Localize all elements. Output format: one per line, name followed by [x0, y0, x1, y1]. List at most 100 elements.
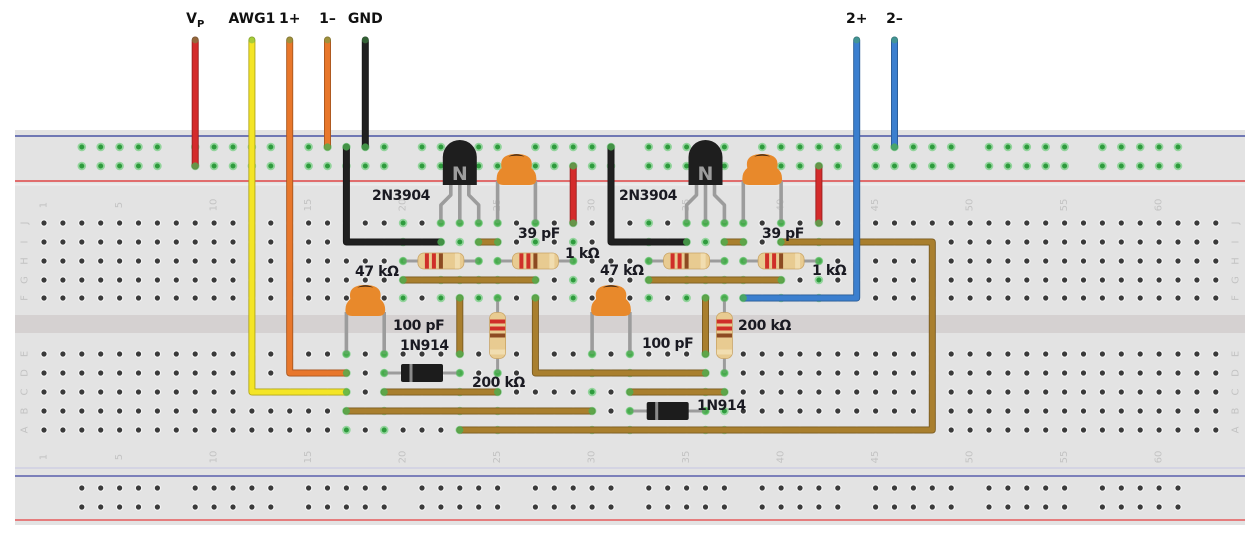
breadboard-hole [815, 388, 823, 396]
capacitor-body [591, 285, 631, 316]
breadboard-hole [1023, 257, 1031, 265]
breadboard-hole-connected [1135, 142, 1145, 152]
breadboard-hole [134, 484, 143, 492]
capacitor-body [496, 154, 537, 185]
breadboard-hole [1136, 238, 1145, 246]
row-letter: A [1231, 426, 1242, 433]
breadboard-hole [512, 388, 521, 396]
row-letter: C [20, 388, 31, 395]
resistor-color-band [438, 253, 443, 269]
breadboard-hole [1023, 388, 1031, 396]
breadboard-hole [947, 503, 956, 511]
breadboard-hole [323, 407, 332, 415]
breadboard-hole [304, 238, 313, 246]
resistor-color-band [716, 326, 733, 331]
resistor-tolerance-band [454, 253, 460, 269]
breadboard-hole [531, 503, 540, 511]
breadboard-hole [474, 350, 483, 358]
breadboard-hole-connected [568, 237, 578, 247]
breadboard-hole [1174, 426, 1182, 434]
row-letter: I [1231, 241, 1242, 244]
diode-part-label: 1N914 [400, 338, 449, 354]
breadboard-hole-connected [77, 161, 87, 171]
breadboard-hole [134, 350, 143, 358]
connector-end [456, 294, 464, 302]
breadboard-hole [1212, 257, 1220, 265]
column-number: 20 [398, 451, 409, 464]
column-number: 10 [209, 451, 220, 464]
breadboard-hole [304, 426, 313, 434]
connector-end [531, 276, 540, 284]
breadboard-hole [191, 407, 200, 415]
breadboard-hole [720, 484, 729, 492]
breadboard-hole [342, 503, 351, 511]
breadboard-hole-connected [871, 142, 880, 152]
breadboard-hole [871, 350, 880, 358]
terminal-wire [361, 36, 369, 151]
breadboard-hole [739, 407, 748, 415]
breadboard-hole [1079, 350, 1088, 358]
breadboard-hole [607, 350, 615, 358]
breadboard-hole [1023, 407, 1031, 415]
breadboard-hole [323, 294, 332, 302]
connector-end [720, 369, 729, 377]
breadboard-hole [852, 407, 861, 415]
column-number: 5 [114, 454, 125, 460]
transistor-part-label: 2N3904 [619, 188, 678, 204]
breadboard-hole [153, 388, 162, 396]
breadboard-hole [1098, 407, 1107, 415]
breadboard-hole [815, 350, 823, 358]
brown-jumper-wire [342, 407, 596, 415]
breadboard-hole [701, 484, 710, 492]
breadboard-hole [1098, 294, 1107, 302]
breadboard-hole-connected [644, 142, 654, 152]
breadboard-hole [229, 350, 237, 358]
breadboard-hole [40, 219, 48, 227]
breadboard-hole [1155, 426, 1163, 434]
breadboard-hole [1004, 219, 1012, 227]
breadboard-hole [1136, 219, 1145, 227]
breadboard-hole-connected [946, 142, 956, 152]
transistor-part-label: 2N3904 [372, 188, 431, 204]
breadboard-hole [1136, 426, 1145, 434]
breadboard-hole [1079, 369, 1088, 377]
breadboard-hole-connected [644, 161, 654, 171]
breadboard-hole [418, 426, 426, 434]
capacitor-top-mark [357, 285, 374, 288]
breadboard-hole [607, 276, 615, 284]
breadboard-hole [966, 276, 974, 284]
resistor-body [663, 252, 710, 270]
breadboard-hole [437, 503, 445, 511]
breadboard-hole [890, 276, 899, 284]
breadboard-hole [1117, 219, 1126, 227]
breadboard-hole [342, 484, 351, 492]
breadboard-hole [985, 503, 993, 511]
breadboard-hole [626, 257, 634, 265]
ceramic-capacitor [494, 154, 540, 227]
breadboard-hole [512, 369, 521, 377]
breadboard-hole-connected [814, 275, 824, 285]
breadboard-hole [890, 407, 899, 415]
connector-end [380, 350, 388, 358]
terminal-connector [361, 36, 369, 44]
breadboard-hole [833, 350, 842, 358]
breadboard-hole-connected [342, 425, 351, 435]
terminal-connector [286, 36, 294, 44]
connector-end [645, 276, 653, 284]
breadboard-hole [852, 369, 861, 377]
terminal-connector [853, 36, 861, 44]
breadboard-hole-connected [96, 142, 105, 152]
breadboard-hole [1060, 407, 1069, 415]
breadboard-hole [229, 388, 237, 396]
breadboard-hole [1060, 238, 1069, 246]
resistor-body [757, 252, 805, 270]
breadboard-hole [361, 369, 370, 377]
breadboard-hole [380, 503, 389, 511]
breadboard-hole [153, 369, 162, 377]
wire-core [343, 144, 444, 245]
breadboard-hole [323, 219, 332, 227]
breadboard-hole [909, 219, 918, 227]
breadboard-hole [266, 219, 275, 227]
breadboard-hole [758, 484, 767, 492]
connector-end [701, 369, 710, 377]
